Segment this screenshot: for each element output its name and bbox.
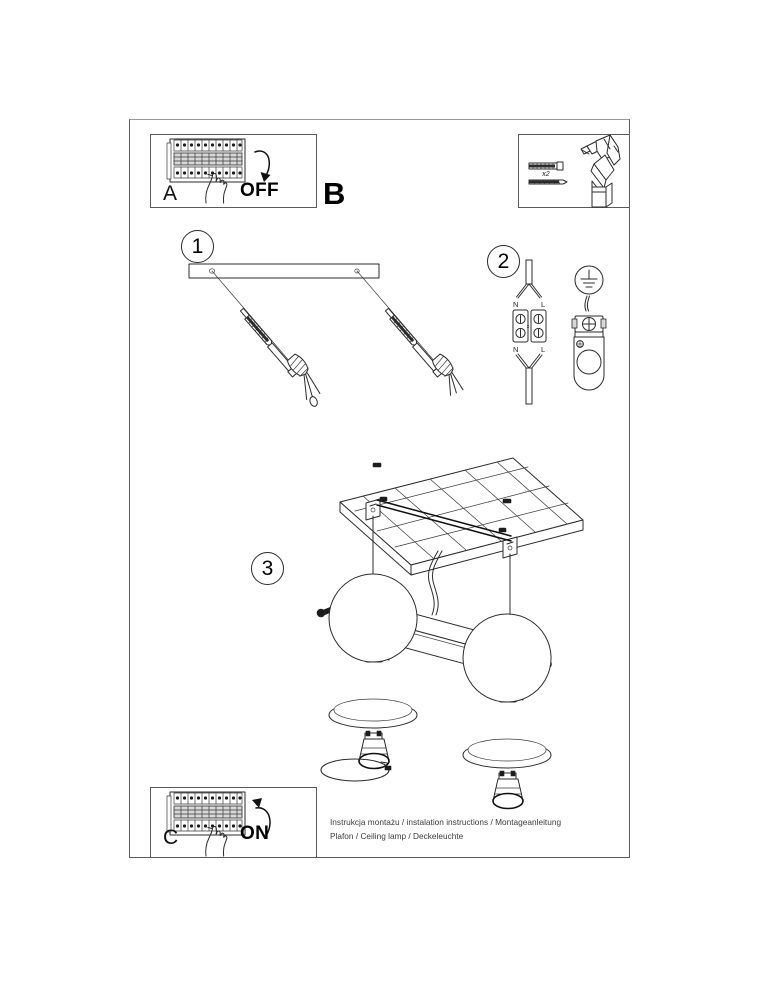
label-a: A — [163, 182, 178, 205]
curved-arrow-up-icon — [252, 798, 271, 837]
svg-text:x: x — [527, 324, 530, 330]
terminal-label-l-top: L — [541, 300, 545, 309]
terminal-label-n-bottom: N — [513, 345, 518, 354]
spot-left — [328, 573, 418, 770]
step-c-box — [150, 787, 317, 858]
quantity-label: x2 — [541, 171, 550, 178]
label-b: B — [323, 176, 346, 211]
wall-plug-icon — [528, 161, 564, 171]
footer-line-2: Plafon / Ceiling lamp / Deckeleuchte — [330, 831, 464, 841]
earth-terminal-block — [571, 315, 607, 391]
earth-ground-symbol — [574, 265, 604, 295]
ceiling-plate — [339, 457, 584, 576]
retaining-ring — [320, 758, 392, 782]
power-cord — [427, 550, 443, 616]
circuit-breaker-panel-icon — [166, 791, 246, 836]
power-drill-icon — [580, 134, 621, 208]
label-on: ON — [240, 823, 270, 844]
circuit-breaker-panel-icon — [166, 138, 246, 183]
breaker-off-illustration — [166, 138, 271, 204]
shade-right — [462, 613, 552, 769]
footer-line-1: Instrukcja montażu / instalation instruc… — [330, 817, 562, 827]
shade-left — [328, 573, 418, 729]
step-3-illustration — [285, 448, 605, 810]
curved-arrow-down-icon — [254, 150, 271, 182]
pointing-hand-icon — [205, 825, 228, 857]
label-c: C — [163, 826, 179, 849]
breaker-on-illustration — [166, 791, 271, 857]
fastener-left — [211, 270, 321, 407]
mounting-bar — [188, 263, 380, 279]
step-2-illustration: N L x N L — [495, 258, 625, 408]
step-1-number: 1 — [181, 230, 214, 263]
bulb-right — [492, 770, 524, 810]
step-2-number: 2 — [487, 245, 520, 278]
terminal-label-l-bottom: L — [541, 345, 545, 354]
step-a-box — [150, 134, 317, 208]
step-1-illustration — [185, 258, 465, 418]
terminal-block: x — [512, 309, 547, 343]
tools-box: x2 — [518, 134, 630, 208]
screw-icon — [528, 179, 568, 185]
supply-cable — [516, 259, 542, 299]
spot-right — [462, 613, 552, 810]
earth-wire — [584, 295, 588, 312]
lamp-cable — [515, 353, 543, 405]
footer: Instrukcja montażu / instalation instruc… — [330, 815, 620, 843]
mounting-tab-left — [365, 498, 381, 521]
label-off: OFF — [240, 180, 279, 201]
tools-illustration: x2 — [528, 134, 621, 208]
step-3-number: 3 — [251, 552, 284, 585]
pointing-hand-icon — [205, 172, 228, 204]
mounting-tab-right — [502, 536, 518, 559]
terminal-label-n-top: N — [513, 300, 518, 309]
fastener-right — [356, 270, 464, 396]
